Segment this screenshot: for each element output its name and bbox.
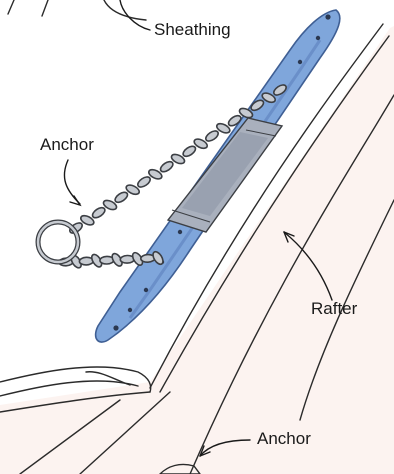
chain-link <box>181 144 197 158</box>
chain-link <box>113 190 129 204</box>
anchor-label-top: Anchor <box>40 135 94 155</box>
anchor-ring-highlight <box>38 222 78 262</box>
chain-link <box>159 160 175 174</box>
chain-link <box>204 129 220 143</box>
rafter-tint <box>0 26 394 474</box>
sheathing-label: Sheathing <box>154 20 231 40</box>
chain-link <box>91 206 107 220</box>
anchor-label-bottom: Anchor <box>257 429 311 449</box>
rafter-label: Rafter <box>311 299 357 319</box>
chain-link <box>136 175 152 189</box>
sheathing-top-edge <box>8 0 146 20</box>
